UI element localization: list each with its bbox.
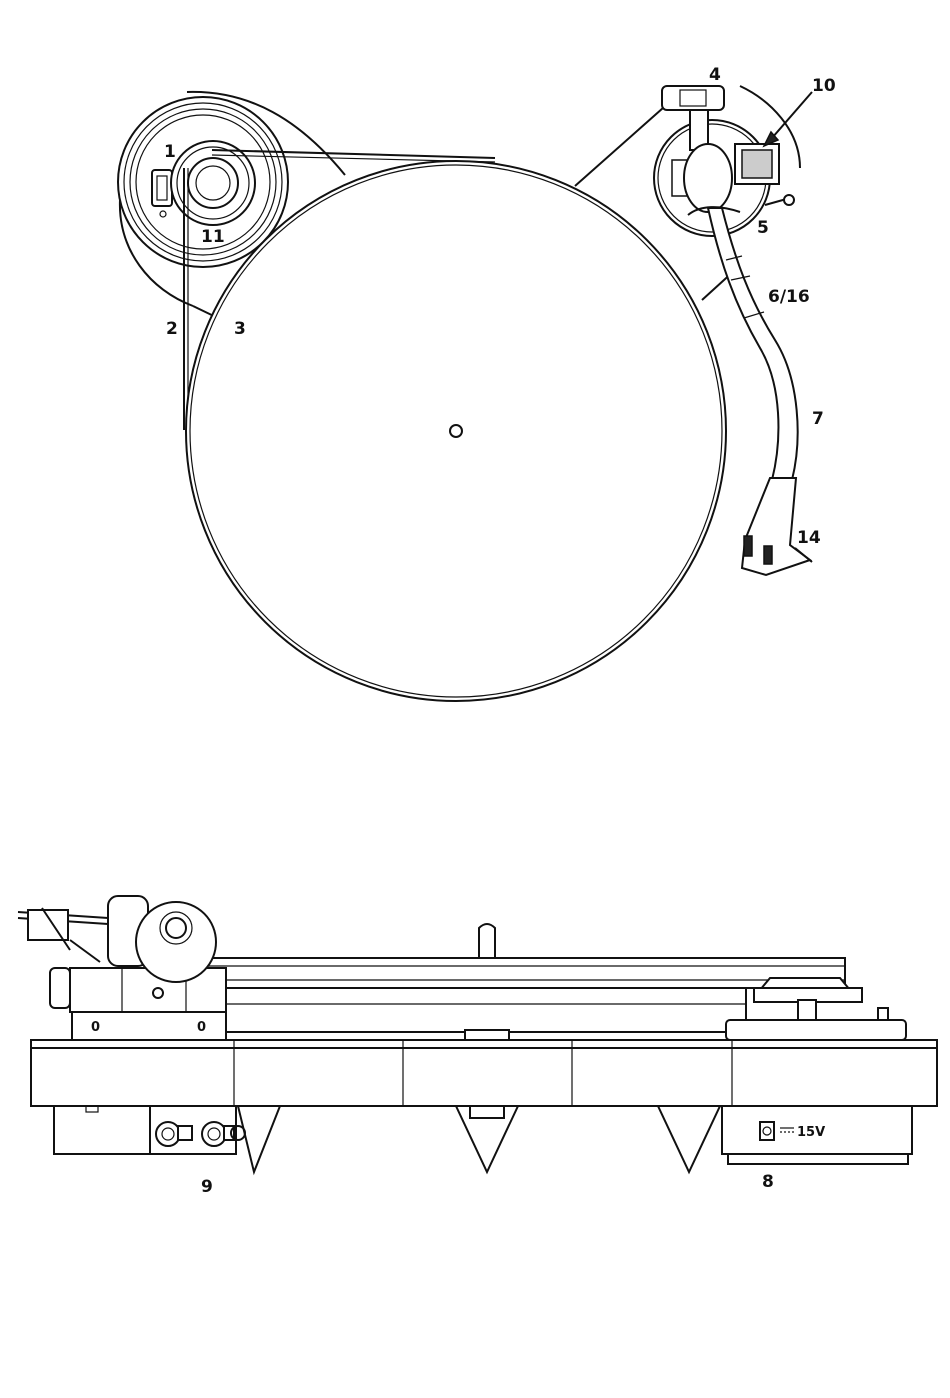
headshell-icon[interactable] bbox=[742, 478, 810, 575]
rca-box bbox=[54, 1106, 245, 1154]
callout-1: 1 bbox=[164, 142, 176, 162]
power-voltage-label: 15V bbox=[797, 1125, 825, 1140]
platter bbox=[186, 161, 726, 701]
callout-14: 14 bbox=[797, 528, 821, 548]
callout-6-16: 6/16 bbox=[768, 287, 810, 307]
callout-2: 2 bbox=[166, 319, 178, 339]
side-feet bbox=[238, 1106, 720, 1172]
callout-5: 5 bbox=[757, 218, 769, 238]
side-view: 0 0 bbox=[18, 896, 937, 1197]
callout-4: 4 bbox=[709, 65, 721, 85]
svg-text:0: 0 bbox=[197, 1020, 206, 1035]
callout-11: 11 bbox=[201, 227, 225, 247]
callout-9: 9 bbox=[201, 1177, 213, 1197]
side-plinth bbox=[31, 1040, 937, 1106]
spindle-icon bbox=[479, 924, 495, 958]
counterweight-icon[interactable] bbox=[136, 902, 216, 982]
side-tonearm: 0 0 bbox=[18, 896, 226, 1040]
callout-3: 3 bbox=[234, 319, 246, 339]
callout-8: 8 bbox=[762, 1172, 774, 1192]
power-socket-icon[interactable] bbox=[760, 1122, 774, 1140]
arm-lift-icon[interactable] bbox=[784, 195, 794, 205]
antiskating-scale-icon[interactable] bbox=[742, 150, 772, 178]
power-box: 15V bbox=[722, 1106, 912, 1164]
side-motor bbox=[726, 978, 906, 1040]
top-view: 1 2 3 4 5 6/16 7 10 11 14 bbox=[118, 65, 836, 701]
callout-7: 7 bbox=[812, 409, 824, 429]
power-switch-icon[interactable] bbox=[152, 170, 172, 206]
callout-10: 10 bbox=[812, 76, 836, 96]
svg-text:0: 0 bbox=[91, 1020, 100, 1035]
